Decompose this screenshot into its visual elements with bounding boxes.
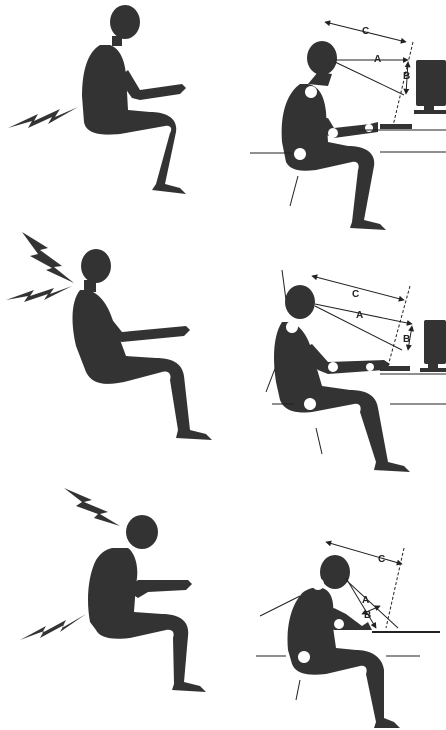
label-b: B — [403, 334, 410, 345]
joint-marker — [365, 124, 373, 132]
monitor — [414, 60, 446, 114]
monitor — [420, 320, 446, 372]
chair-back — [266, 366, 276, 392]
keyboard — [380, 124, 412, 129]
label-c: C — [378, 554, 385, 565]
panel-workstation-1: C A B — [250, 22, 446, 230]
joint-marker — [298, 651, 310, 663]
label-a: A — [356, 310, 363, 321]
panel-bad-posture-3 — [20, 488, 206, 692]
chair-back — [282, 270, 286, 300]
label-c: C — [352, 289, 359, 300]
joint-marker — [294, 148, 306, 160]
keyboard — [380, 366, 410, 371]
chair-leg — [296, 680, 300, 700]
seated-figure — [88, 515, 206, 692]
pain-bolt-icon — [64, 488, 120, 526]
vertical-reference — [388, 286, 410, 366]
seated-figure — [288, 555, 401, 728]
label-b: B — [403, 71, 410, 82]
label-a: A — [374, 54, 381, 65]
sight-line-lower — [335, 62, 404, 95]
joint-marker — [328, 362, 338, 372]
panel-bad-posture-2 — [6, 232, 212, 440]
sight-line-a — [315, 304, 412, 324]
joint-marker — [304, 398, 316, 410]
joint-marker — [312, 578, 324, 590]
label-a: A — [362, 595, 369, 606]
pain-bolt-icon — [8, 107, 78, 128]
pain-bolt-icon — [6, 286, 72, 302]
panel-workstation-3: C A B — [256, 542, 440, 728]
joint-marker — [334, 619, 344, 629]
label-c: C — [362, 26, 369, 37]
panel-bad-posture-1 — [8, 5, 186, 194]
joint-marker — [305, 86, 317, 98]
chair-leg — [316, 428, 322, 454]
pain-bolt-icon — [22, 232, 74, 283]
pain-bolt-icon — [20, 614, 86, 640]
joint-marker — [366, 363, 374, 371]
chair-leg — [290, 176, 298, 206]
seated-figure — [73, 249, 212, 440]
joint-marker — [286, 321, 298, 333]
vertical-reference — [392, 42, 413, 130]
seated-figure — [82, 5, 186, 194]
joint-marker — [328, 128, 338, 138]
label-b: B — [364, 610, 371, 621]
panel-workstation-2: C A B — [266, 270, 446, 472]
seated-figure — [274, 285, 410, 472]
